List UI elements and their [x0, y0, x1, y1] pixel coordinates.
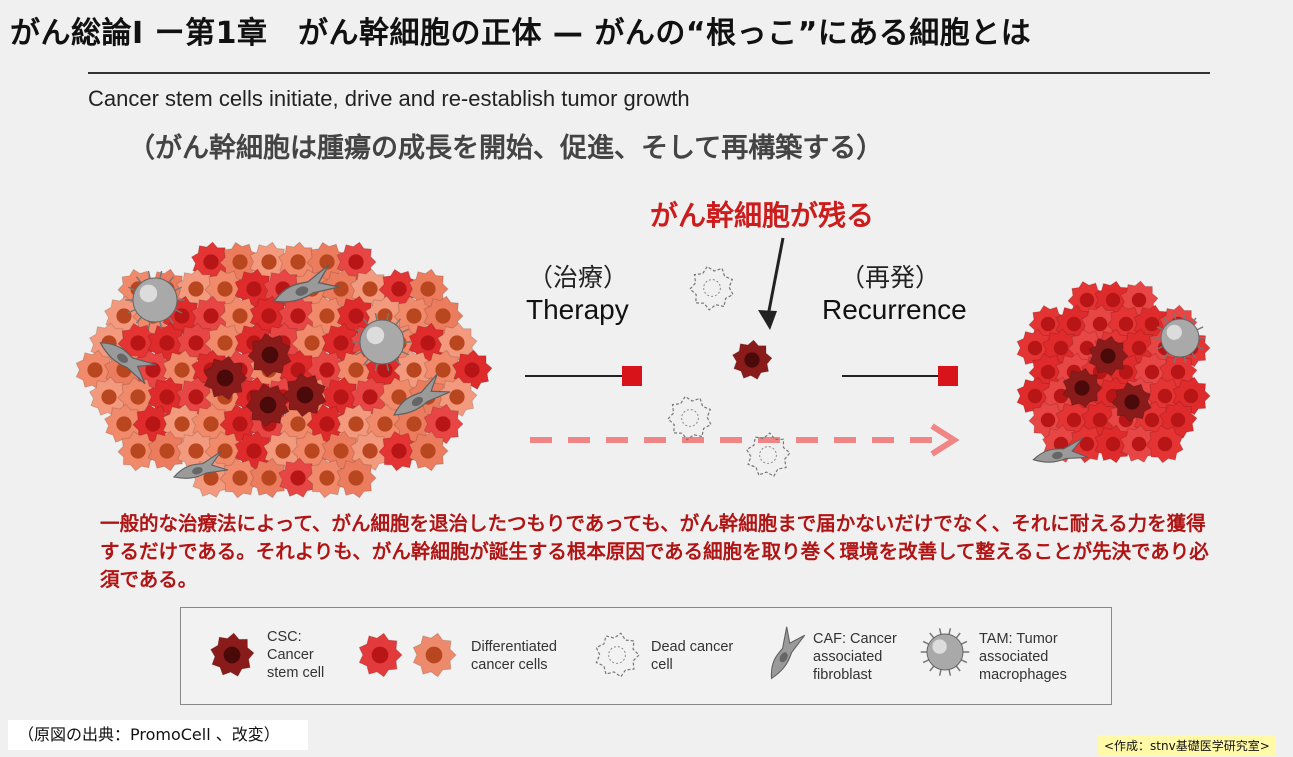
legend-box: CSC: Cancer stem cell Differentiated can… [180, 607, 1112, 705]
differentiated-cell [408, 322, 449, 364]
differentiated-cell [1094, 424, 1133, 464]
surviving-csc-cell [731, 339, 773, 380]
differentiated-cell [423, 403, 464, 445]
differentiated-cell [393, 295, 434, 337]
dead-cell [689, 265, 734, 311]
fibroblast-cell [99, 342, 157, 385]
differentiated-cell [321, 322, 362, 364]
legend-caf-label: CAF: Cancer associated fibroblast [813, 631, 897, 683]
csc-cell [1062, 367, 1103, 409]
fibroblast-cell [172, 450, 229, 479]
differentiated-cell [147, 322, 188, 364]
recurrence-inhibition-line [842, 366, 958, 386]
progression-dashed-arrow [530, 423, 960, 457]
macrophage-cell [352, 312, 412, 372]
differentiated-cell [408, 430, 449, 472]
differentiated-cell [1119, 424, 1159, 463]
therapy-label-en: Therapy [526, 294, 629, 325]
differentiated-cell [321, 268, 362, 310]
differentiated-cell [88, 376, 130, 417]
differentiated-cell [132, 403, 173, 445]
subtitle-japanese: （がん幹細胞は腫瘍の成長を開始、促進、そして再構築する） [128, 133, 884, 164]
title-divider [88, 72, 1210, 74]
csc-cell [245, 382, 290, 428]
legend-csc-label: CSC: Cancer stem cell [267, 629, 325, 681]
differentiated-cell [378, 430, 419, 472]
legend-differentiated-label: Differentiated cancer cells [471, 639, 557, 673]
tumor-diagram [75, 237, 1211, 499]
macrophage-cell [125, 270, 185, 330]
csc-cell [247, 332, 292, 378]
recurrence-label-en: Recurrence [822, 294, 967, 325]
differentiated-cell [408, 268, 449, 310]
author-credit: <作成：stnv基礎医学研究室> [1098, 735, 1276, 756]
dead-cell [667, 395, 712, 441]
initial-tumor [75, 241, 493, 499]
csc-remains-label: がん幹細胞が残る [650, 199, 875, 232]
differentiated-cell [451, 349, 493, 390]
fibroblast-cell [272, 264, 340, 303]
legend-tam-label: TAM: Tumor associated macrophages [979, 631, 1067, 683]
differentiated-cell [321, 376, 362, 418]
differentiated-cell [336, 241, 377, 283]
page-title: がん総論Ⅰ ー第1章 がん幹細胞の正体 — がんの“根っこ”にある細胞とは [10, 16, 1032, 51]
dead-cell [745, 432, 791, 478]
remaining-csc-pointer [758, 237, 785, 330]
therapy-inhibition-line [525, 366, 642, 386]
csc-cell [1088, 335, 1129, 377]
differentiated-cell [219, 403, 260, 445]
therapy-survivors [667, 265, 791, 478]
fibroblast-cell [393, 373, 451, 416]
fibroblast-cell [1032, 437, 1089, 463]
differentiated-cell [306, 403, 347, 445]
recurrent-tumor [1016, 280, 1211, 464]
therapy-label-ja: （治療） [528, 263, 629, 292]
differentiated-cell [234, 268, 275, 310]
differentiated-cell [249, 457, 290, 499]
recurrence-label-ja: （再発） [840, 263, 941, 292]
differentiated-cell [306, 241, 347, 283]
differentiated-cell [1145, 424, 1184, 464]
macrophage-cell [1154, 312, 1206, 364]
differentiated-cell [306, 457, 347, 499]
differentiated-cell [219, 457, 260, 499]
csc-cell [282, 372, 327, 418]
differentiated-cell [336, 457, 377, 499]
csc-cell [203, 355, 248, 401]
differentiated-cell [336, 349, 377, 391]
csc-cell [1111, 381, 1152, 423]
differentiated-cell [277, 457, 319, 498]
differentiated-cell [249, 241, 290, 283]
legend-dead-label: Dead cancer cell [651, 639, 734, 673]
differentiated-cell [75, 349, 116, 391]
subtitle-english: Cancer stem cells initiate, drive and re… [88, 86, 690, 111]
differentiated-cell [147, 430, 188, 472]
source-citation: （原図の出典：PromoCell 、改変） [8, 720, 308, 750]
differentiated-cell [1028, 400, 1067, 440]
explanation-text: 一般的な治療法によって、がん細胞を退治したつもりであっても、がん幹細胞まで届かな… [100, 512, 1209, 591]
differentiated-cell [175, 430, 217, 471]
differentiated-cell [249, 295, 290, 337]
differentiated-cell [321, 430, 362, 472]
